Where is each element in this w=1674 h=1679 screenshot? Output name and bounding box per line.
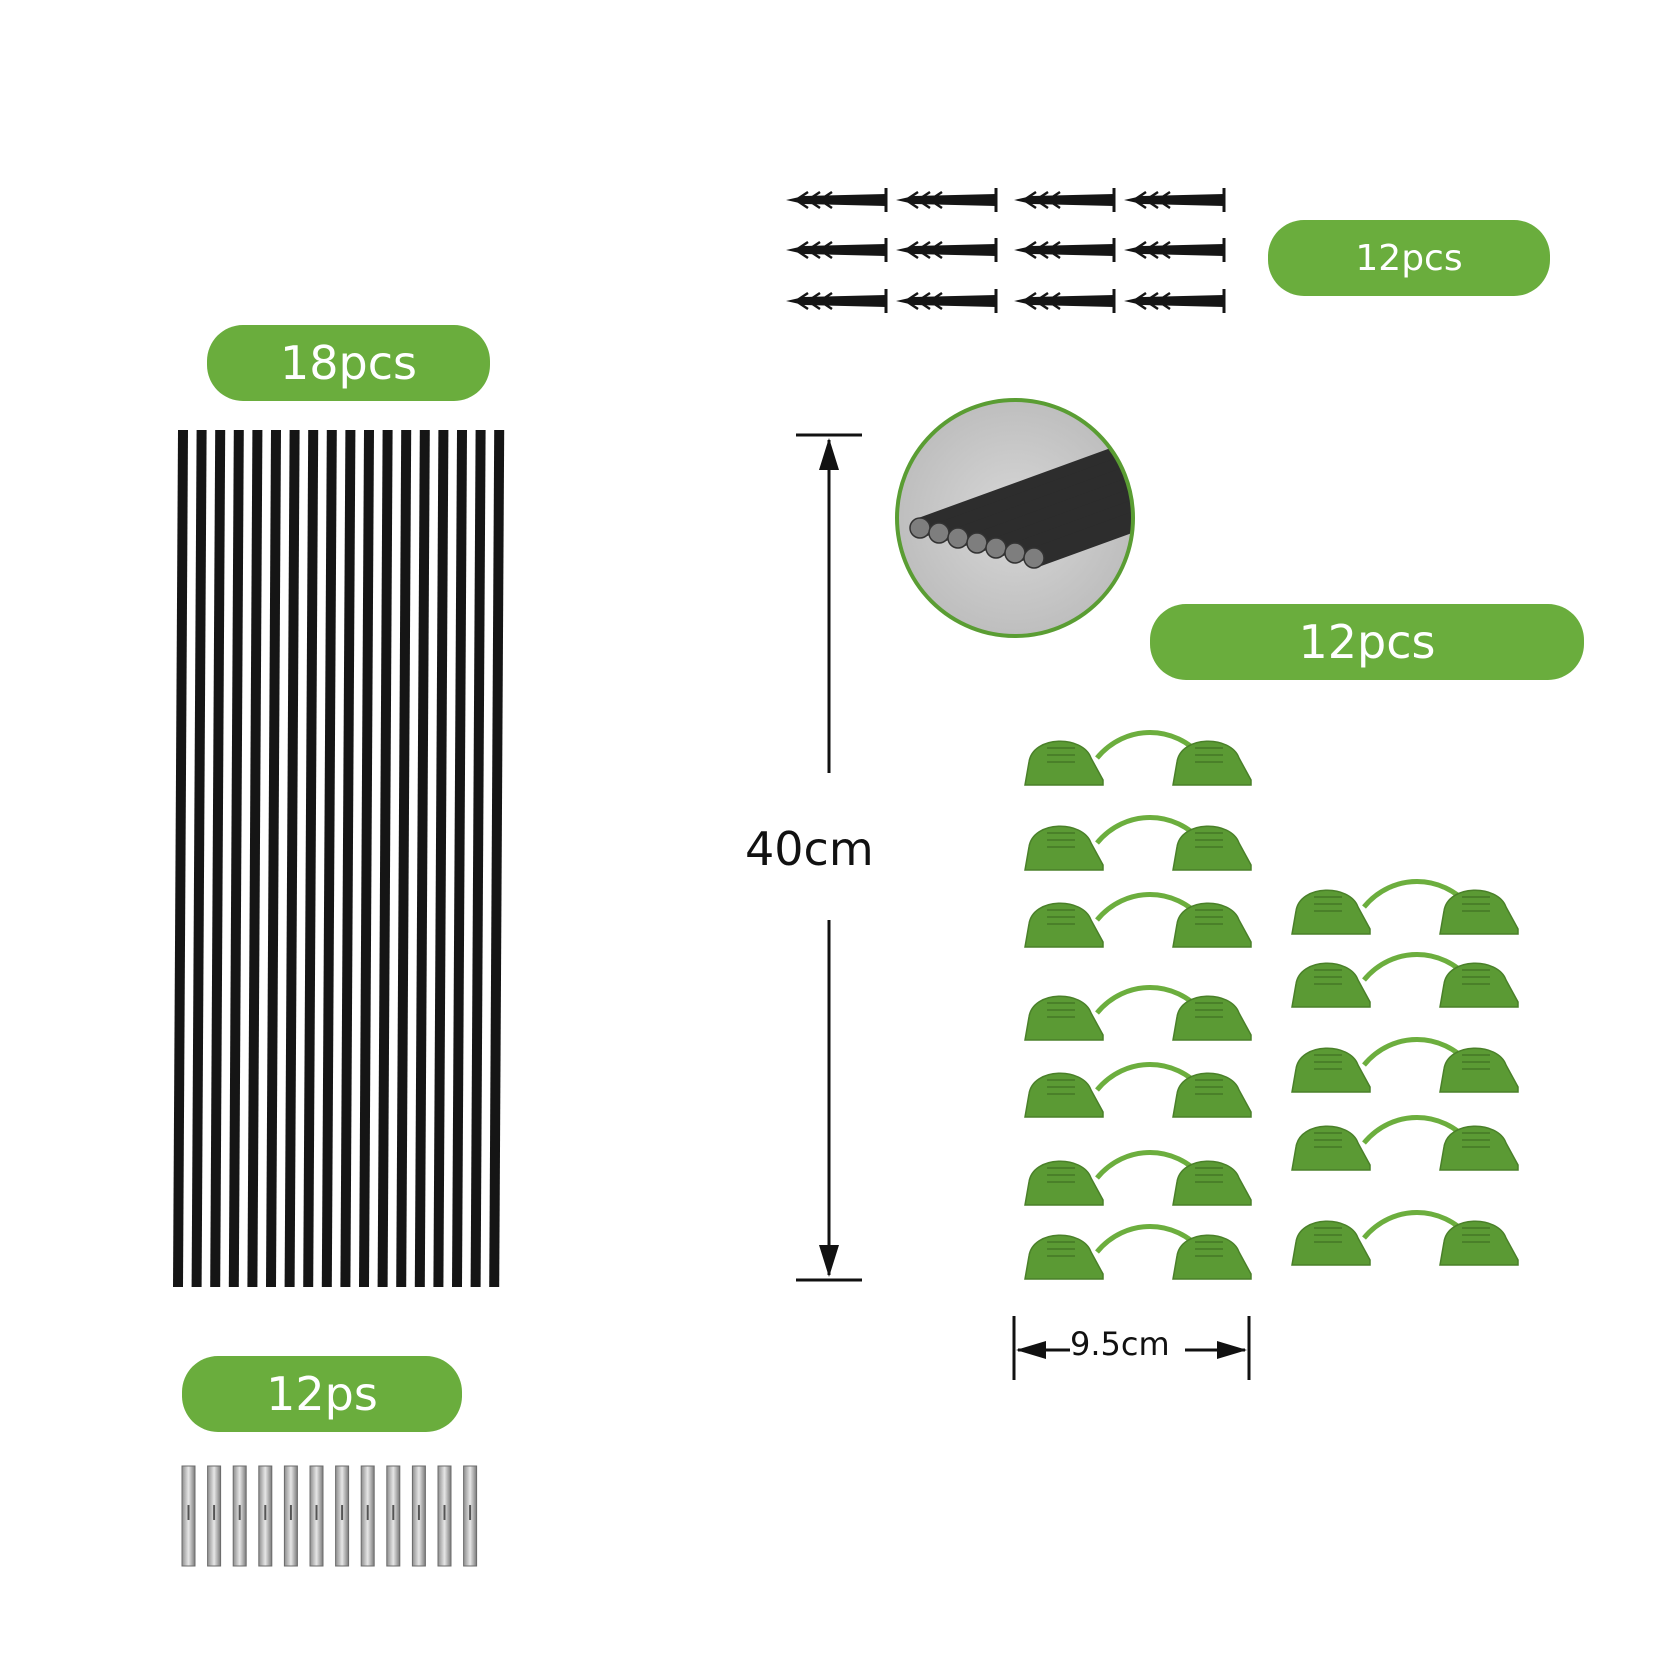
ground-stake <box>1014 238 1116 262</box>
green-clip <box>1024 892 1252 948</box>
closeup-rod-end <box>1004 542 1026 564</box>
metal-connectors <box>181 1465 478 1567</box>
connectors-quantity-badge: 12ps <box>182 1356 462 1432</box>
closeup-rod <box>1030 468 1132 568</box>
ground-stake <box>1014 188 1116 212</box>
ground-stake <box>896 289 998 313</box>
green-clip <box>1024 985 1252 1041</box>
ground-stake <box>896 238 998 262</box>
ground-stake <box>786 289 888 313</box>
width-dimension-label: 9.5cm <box>1070 1325 1170 1363</box>
ground-stake <box>1124 188 1226 212</box>
fiberglass-rod <box>321 429 337 1288</box>
green-clips <box>1024 730 1519 1280</box>
fiberglass-rod <box>340 429 356 1288</box>
green-clip <box>1291 879 1519 935</box>
fiberglass-rod <box>452 429 467 1288</box>
clips-quantity-badge: 12pcs <box>1150 604 1584 680</box>
green-clip <box>1291 1115 1519 1171</box>
green-clip <box>1024 1224 1252 1280</box>
green-clip <box>1024 730 1252 786</box>
stakes-quantity-badge: 12pcs <box>1268 220 1550 296</box>
rod-closeup-inset <box>895 398 1135 638</box>
closeup-rod-end <box>928 522 950 544</box>
fiberglass-rods <box>173 429 505 1288</box>
fiberglass-rod <box>489 429 505 1288</box>
green-clip <box>1024 815 1252 871</box>
ground-stake <box>786 238 888 262</box>
height-dimension-label: 40cm <box>745 822 874 876</box>
fiberglass-rod <box>470 429 486 1288</box>
green-clip <box>1291 1210 1519 1266</box>
green-clip <box>1024 1062 1252 1118</box>
closeup-rod-end <box>966 532 988 554</box>
fiberglass-rod <box>433 429 449 1288</box>
closeup-rod <box>954 448 1132 548</box>
fiberglass-rod <box>359 429 374 1288</box>
fiberglass-rod <box>284 429 300 1288</box>
closeup-rod <box>973 453 1132 553</box>
fiberglass-rod <box>210 429 226 1288</box>
green-clip <box>1291 952 1519 1008</box>
ground-stake <box>1124 238 1226 262</box>
clips-quantity-text: 12pcs <box>1298 615 1436 669</box>
ground-stakes <box>786 188 1226 313</box>
stakes-quantity-text: 12pcs <box>1355 237 1463 279</box>
green-clip <box>1291 1037 1519 1093</box>
fiberglass-rod <box>377 429 393 1288</box>
ground-stake <box>896 188 998 212</box>
fiberglass-rod <box>414 429 430 1288</box>
closeup-rod <box>1011 463 1132 563</box>
green-clip <box>1024 1150 1252 1206</box>
closeup-rod <box>992 458 1132 558</box>
rods-quantity-text: 18pcs <box>280 336 417 390</box>
closeup-rod-end <box>947 527 969 549</box>
ground-stake <box>1014 289 1116 313</box>
ground-stake <box>1124 289 1226 313</box>
fiberglass-rod <box>303 429 319 1288</box>
fiberglass-rod <box>228 429 244 1288</box>
fiberglass-rod <box>247 429 263 1288</box>
fiberglass-rod <box>173 429 188 1288</box>
closeup-rod-end <box>909 517 931 539</box>
closeup-rod <box>916 438 1132 538</box>
ground-stake <box>786 188 888 212</box>
fiberglass-rod <box>396 429 412 1288</box>
connectors-quantity-text: 12ps <box>266 1367 378 1421</box>
height-dimension-arrow <box>796 433 862 1282</box>
rods-quantity-badge: 18pcs <box>207 325 490 401</box>
fiberglass-rod <box>191 429 207 1288</box>
closeup-rod-end <box>985 537 1007 559</box>
closeup-rod-end <box>1023 547 1045 569</box>
width-dimension-arrow <box>1012 1316 1251 1380</box>
fiberglass-rod <box>266 429 281 1288</box>
